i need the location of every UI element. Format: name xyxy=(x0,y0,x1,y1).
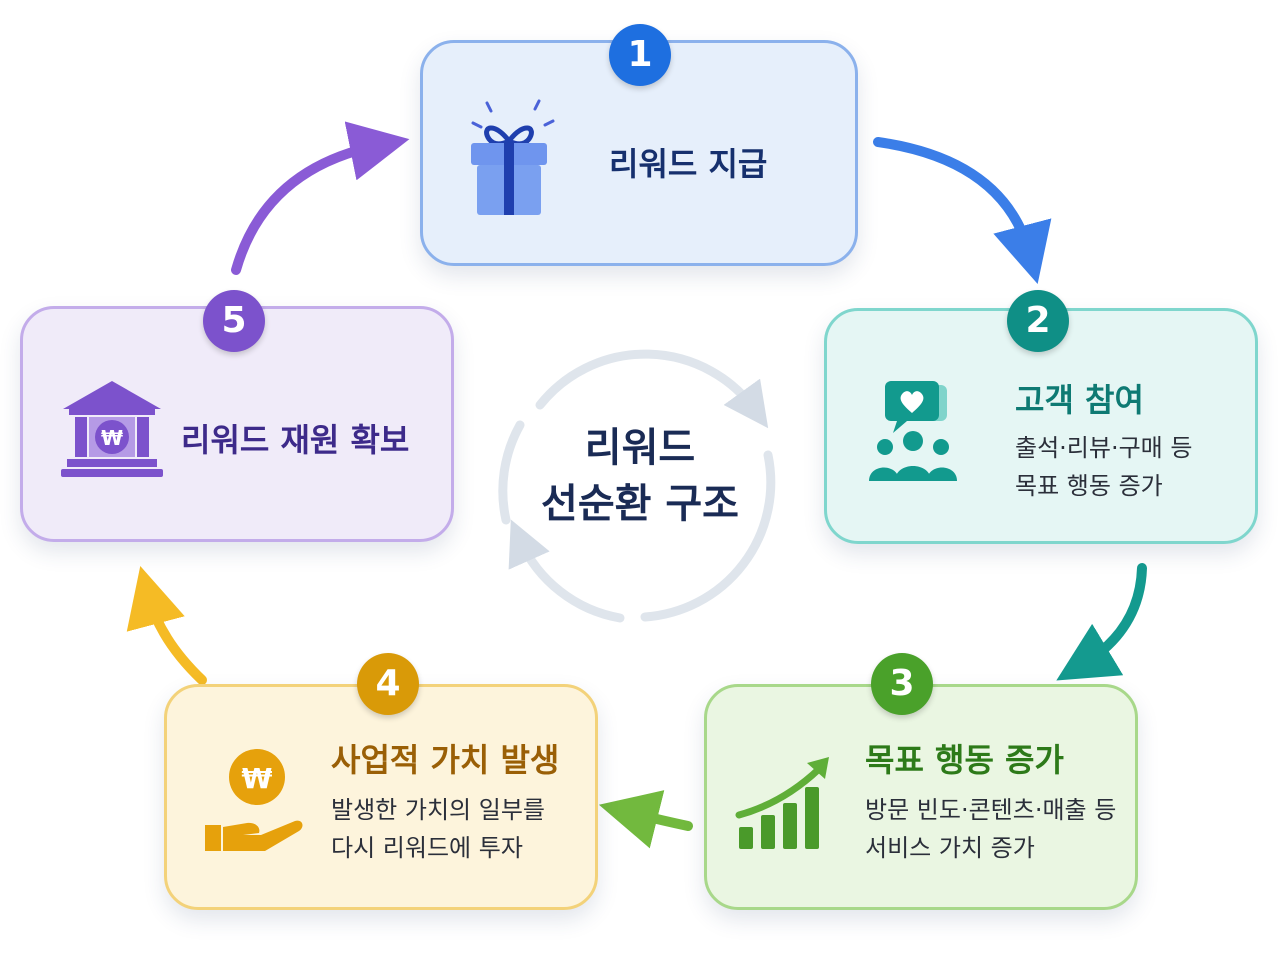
growth-chart-icon xyxy=(733,753,843,857)
step-description: 발생한 가치의 일부를 다시 리워드에 투자 xyxy=(331,791,545,867)
arrow-4-to-5 xyxy=(126,566,207,685)
step-badge-5: 5 xyxy=(203,290,265,352)
step-5-card: ₩ 리워드 재원 확보 xyxy=(20,306,454,542)
arrow-1-to-2 xyxy=(873,137,1052,285)
step-badge-2: 2 xyxy=(1007,290,1069,352)
bank-icon: ₩ xyxy=(57,377,167,485)
gift-icon xyxy=(459,91,559,225)
step-title: 리워드 재원 확보 xyxy=(181,421,410,459)
description-line: 목표 행동 증가 xyxy=(1015,472,1163,500)
step-badge-3: 3 xyxy=(871,653,933,715)
step-3-card: 목표 행동 증가 방문 빈도·콘텐츠·매출 등 서비스 가치 증가 xyxy=(704,684,1138,910)
description-line: 방문 빈도·콘텐츠·매출 등 xyxy=(865,796,1117,824)
community-chat-icon xyxy=(863,377,963,491)
center-title: 리워드 선순환 구조 xyxy=(500,420,780,532)
hand-coin-icon: ₩ xyxy=(199,747,309,861)
arrow-3-to-4 xyxy=(598,790,693,849)
step-badge-1: 1 xyxy=(609,24,671,86)
step-badge-4: 4 xyxy=(357,653,419,715)
step-title: 목표 행동 증가 xyxy=(865,741,1064,779)
step-title: 리워드 지급 xyxy=(609,145,768,183)
coin-symbol: ₩ xyxy=(242,762,273,795)
step-description: 방문 빈도·콘텐츠·매출 등 서비스 가치 증가 xyxy=(865,791,1116,867)
step-4-card: ₩ 사업적 가치 발생 발생한 가치의 일부를 다시 리워드에 투자 xyxy=(164,684,598,910)
center-title-line2: 선순환 구조 xyxy=(541,481,739,527)
description-line: 다시 리워드에 투자 xyxy=(331,834,523,862)
step-description: 출석·리뷰·구매 등 목표 행동 증가 xyxy=(1015,429,1192,505)
description-line: 발생한 가치의 일부를 xyxy=(331,796,545,824)
center-cycle-ring xyxy=(498,349,776,623)
center-title-line1: 리워드 xyxy=(584,425,696,471)
arrow-5-to-1 xyxy=(231,121,410,275)
step-title: 고객 참여 xyxy=(1015,381,1144,419)
step-title: 사업적 가치 발생 xyxy=(331,741,560,779)
description-line: 서비스 가치 증가 xyxy=(865,834,1035,862)
coin-symbol: ₩ xyxy=(101,426,123,450)
description-line: 출석·리뷰·구매 등 xyxy=(1015,434,1193,462)
arrow-2-to-3 xyxy=(1056,563,1147,681)
